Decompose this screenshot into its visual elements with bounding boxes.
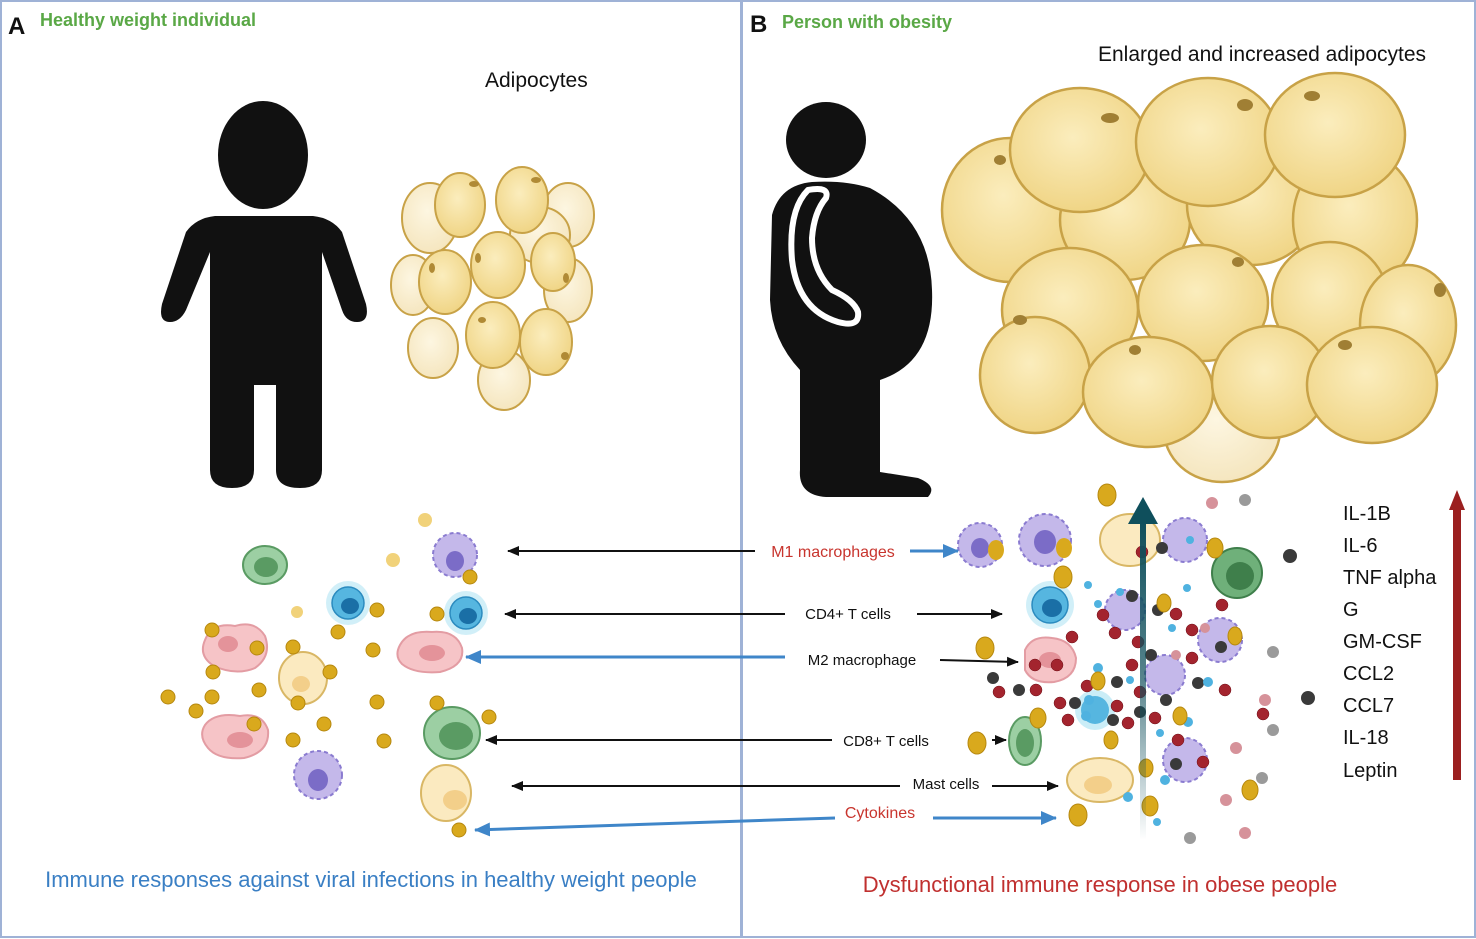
cytokine-list-item: GM-CSF bbox=[1343, 631, 1422, 653]
cytokine-list-item: CCL2 bbox=[1343, 663, 1394, 685]
panel-b-frame bbox=[741, 0, 1476, 938]
m2-macrophage-cell bbox=[396, 630, 464, 674]
cytokine-list-item: IL-6 bbox=[1343, 535, 1377, 557]
panel-b-title: Person with obesity bbox=[782, 12, 952, 32]
cytokine-dots bbox=[160, 513, 497, 838]
mast-cell bbox=[1066, 757, 1134, 803]
cytokine-list-item: IL-1B bbox=[1343, 503, 1391, 525]
panel-a-immune-cells bbox=[160, 513, 497, 838]
arrow-cytokines-left bbox=[474, 816, 836, 837]
connector-arrows bbox=[465, 544, 1059, 837]
adipocytes-label: Adipocytes bbox=[485, 69, 588, 92]
panel-b-letter: B bbox=[750, 11, 767, 38]
mast-cell bbox=[420, 764, 472, 822]
small-adipocyte-cluster bbox=[390, 166, 595, 411]
green-lymphocyte bbox=[242, 545, 288, 585]
m2-macrophage-label: M2 macrophage bbox=[808, 652, 916, 669]
cd4-t-cell bbox=[326, 581, 370, 625]
cd8-t-cell bbox=[423, 706, 481, 760]
healthy-person-icon bbox=[161, 101, 367, 488]
panel-a-letter: A bbox=[8, 13, 25, 40]
cytokine-list-item: Leptin bbox=[1343, 760, 1398, 782]
panel-a-frame bbox=[0, 0, 742, 938]
cytokine-increase-arrow bbox=[1449, 490, 1465, 780]
cytokine-list-item: TNF alpha bbox=[1343, 567, 1437, 589]
mast-cells-label: Mast cells bbox=[913, 776, 980, 793]
cytokine-list-item: CCL7 bbox=[1343, 695, 1394, 717]
cd8-t-cell bbox=[1008, 716, 1042, 766]
obese-person-icon bbox=[770, 102, 933, 497]
m1-macrophage-cell bbox=[293, 750, 343, 800]
mast-cell bbox=[278, 651, 328, 705]
cd4-t-cell bbox=[444, 591, 488, 635]
m1-macrophage-cell bbox=[432, 532, 478, 578]
panel-a-title: Healthy weight individual bbox=[40, 10, 256, 30]
panel-a-caption: Immune responses against viral infection… bbox=[45, 867, 697, 892]
cytokine-list-item: IL-18 bbox=[1343, 727, 1389, 749]
cd8-t-cells-label: CD8+ T cells bbox=[843, 733, 929, 750]
cd4-t-cells-label: CD4+ T cells bbox=[805, 606, 891, 623]
cd4-t-cell bbox=[1026, 581, 1074, 629]
m1-macrophage-cell bbox=[1018, 513, 1072, 567]
large-adipocyte-mass bbox=[940, 71, 1458, 484]
cytokine-list-item: G bbox=[1343, 599, 1359, 621]
cytokine-list: IL-1B IL-6 TNF alpha G GM-CSF CCL2 CCL7 … bbox=[1343, 503, 1437, 782]
enlarged-adipocytes-label: Enlarged and increased adipocytes bbox=[1098, 43, 1426, 66]
m1-macrophage-cell bbox=[957, 522, 1004, 568]
green-lymphocyte bbox=[1211, 547, 1263, 599]
panel-b-caption: Dysfunctional immune response in obese p… bbox=[863, 872, 1338, 897]
cytokine-dots bbox=[967, 483, 1315, 844]
m2-macrophage-cell bbox=[201, 623, 268, 673]
arrow-m2-right bbox=[939, 656, 1019, 667]
cytokines-label: Cytokines bbox=[845, 805, 915, 822]
m2-macrophage-cell bbox=[1024, 636, 1078, 684]
m1-macrophages-label: M1 macrophages bbox=[771, 544, 895, 561]
panel-b-immune-cells bbox=[957, 483, 1315, 844]
increase-arrow-teal bbox=[1128, 497, 1158, 840]
